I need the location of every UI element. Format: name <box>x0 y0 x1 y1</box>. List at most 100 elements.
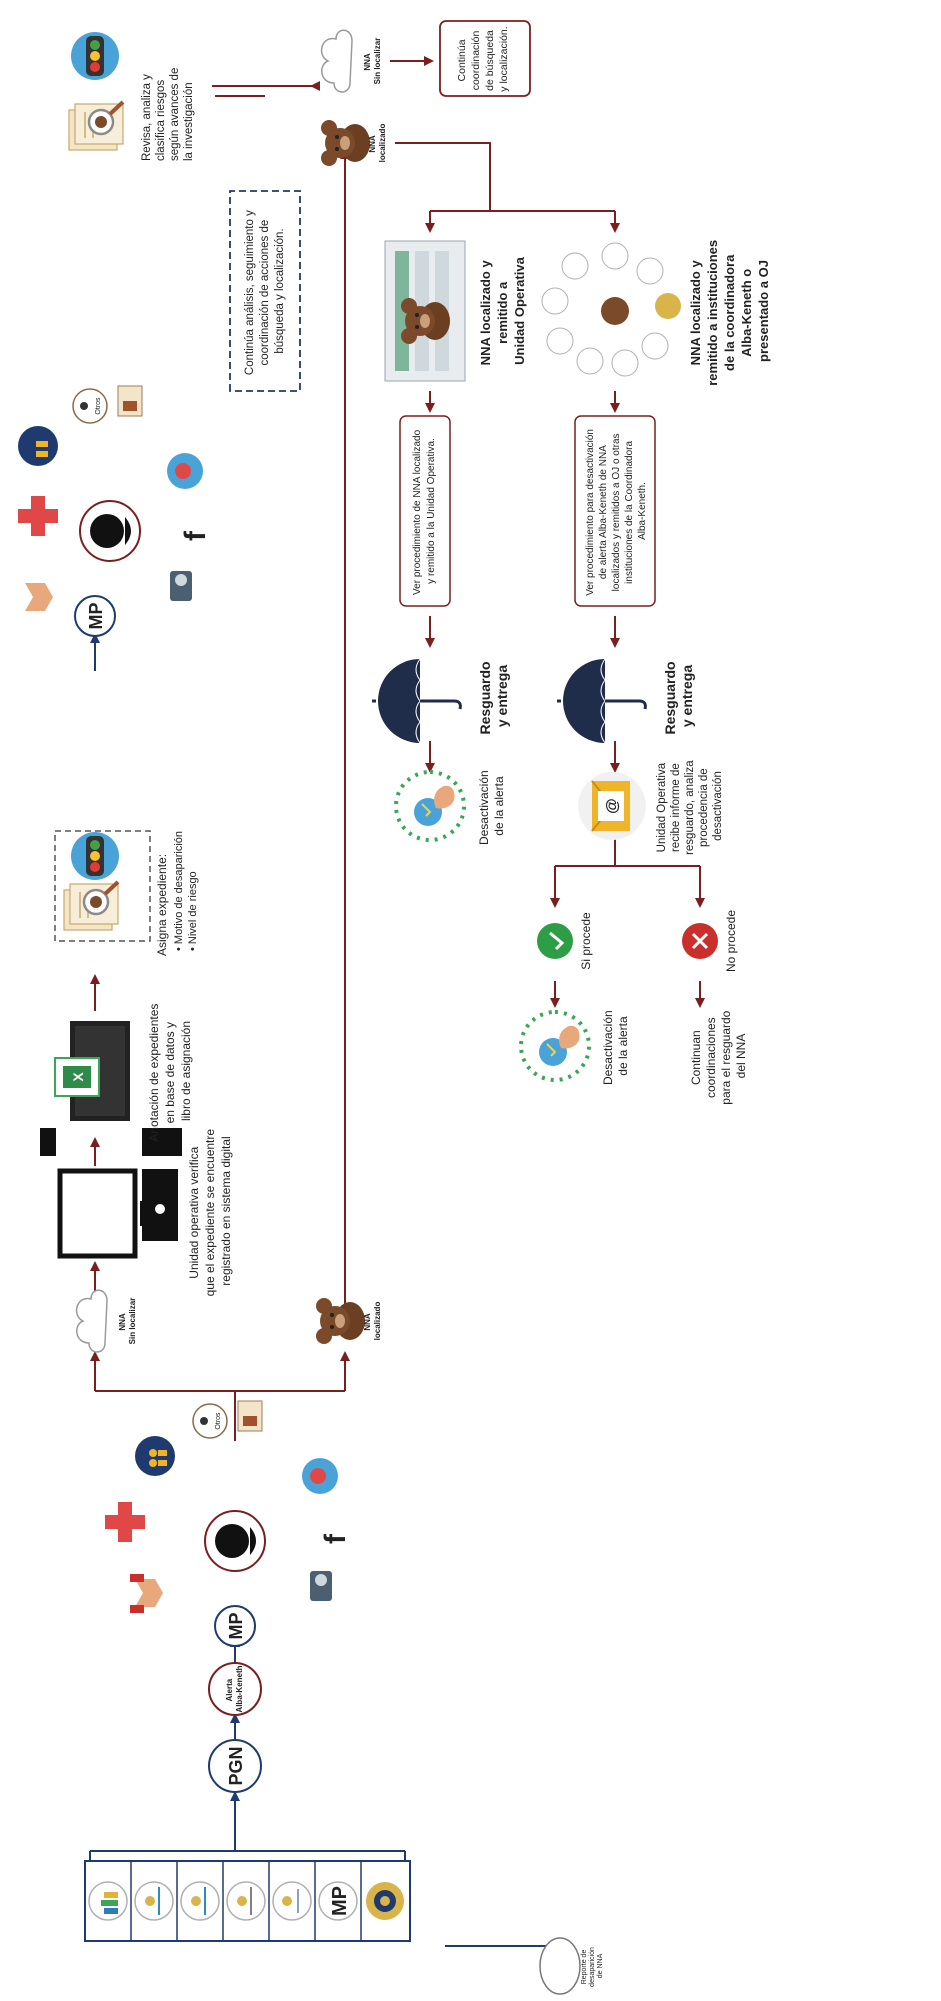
hub2-radio-icon <box>170 571 192 601</box>
hub2-tv-person-icon <box>167 453 203 489</box>
svg-text:f: f <box>179 530 212 541</box>
step-assign: Asigna expediente: • Motivo de desaparic… <box>54 828 199 956</box>
path-a-umbrella-icon <box>370 657 462 745</box>
connectors <box>89 56 705 1947</box>
coordination-hub-2: MP Otros f <box>18 385 212 637</box>
branch2-cloud-icon <box>320 29 353 93</box>
hub1-others-label: Otros <box>215 1412 222 1430</box>
path-a-title: NNA localizado y remitido a Unidad Opera… <box>478 256 527 365</box>
path-b-report-text: Unidad Operativa recibe informe de resgu… <box>656 757 724 855</box>
branch1-sin-localizar-label: NNA Sin localizar <box>118 1298 137 1345</box>
path-b-procedure-text: Ver procedimiento para desactivación de … <box>585 426 648 596</box>
computer-icon <box>40 1128 182 1259</box>
assign-dashed-frame <box>54 830 151 942</box>
migration-seal-icon <box>226 1881 266 1921</box>
path-b-deactivation-text: Desactivación de la alerta <box>601 1007 630 1085</box>
svg-text:X: X <box>70 1072 86 1082</box>
hub2-mp-icon: MP <box>74 595 116 637</box>
child-outline-icon <box>539 1937 581 1995</box>
pgn-logo-text: PGN <box>226 1746 246 1785</box>
operative-unit-building-icon <box>384 240 466 382</box>
path-a-deactivation-text: Desactivación de la alerta <box>477 767 506 845</box>
hub1-family-icon <box>135 1436 175 1476</box>
branch2-localizado-label: NNA localizado <box>368 124 387 163</box>
bear-icon <box>316 1298 365 1344</box>
assign-bullets: • Motivo de desaparición • Nivel de ries… <box>173 828 199 951</box>
check-icon <box>537 923 573 959</box>
path-a-procedure-box: Ver procedimiento de NNA localizado y re… <box>399 415 451 607</box>
document-magnifier-icon <box>62 880 120 932</box>
path-b-title: NNA localizado y remitido a institucione… <box>688 236 771 386</box>
hub1-radio-icon <box>310 1571 332 1601</box>
people-group-icon <box>88 1881 128 1921</box>
alerta-node: Alerta Alba-Keneth <box>208 1662 262 1716</box>
coordinator-institutions-cluster-icon <box>541 242 681 377</box>
pnc-badge-icon <box>366 1882 404 1920</box>
hub2-family-icon <box>18 426 58 466</box>
path-a-deactivation-icon <box>394 770 466 842</box>
path-b-procedure-box: Ver procedimiento para desactivación de … <box>574 415 656 607</box>
no-procede-node: No procede <box>682 910 738 972</box>
hub1-facebook-icon: f <box>319 1533 352 1544</box>
branch2-sin-localizar-label: NNA Sin localizar <box>363 38 382 85</box>
hub1-tv-person-icon <box>302 1458 338 1494</box>
branch2-localizado: NNA localizado <box>321 120 387 166</box>
svg-text:f: f <box>319 1533 352 1544</box>
institution-seal-icon <box>272 1881 312 1921</box>
svg-text:@: @ <box>604 798 621 814</box>
hub1-mp-icon: MP <box>214 1605 256 1647</box>
path-b-deactivation-icon <box>519 1010 591 1082</box>
start-label: Reporte de desaparición de NNA <box>581 1945 604 1987</box>
mp-logo-text: MP <box>329 1886 351 1916</box>
cloud-icon <box>75 1289 108 1353</box>
hub1-others-icon: Otros <box>192 1403 228 1439</box>
hub2-handshake-icon <box>25 583 53 611</box>
path-b-resguardo: Resguardo y entrega <box>662 657 695 734</box>
review-text: Revisa, analiza y clasifica riesgos segú… <box>141 64 195 161</box>
hub2-news-icon <box>117 385 143 417</box>
hub2-red-cross-icon <box>18 496 58 536</box>
branch2-sin-localizar: NNA Sin localizar <box>320 29 382 93</box>
step-annotate-text: Anotación de expedientes en base de dato… <box>147 1000 193 1141</box>
branch2-continue-text: Continúa coordinación de búsqueda y loca… <box>456 26 510 91</box>
alerta-logo-text: Alerta Alba-Keneth <box>225 1665 244 1712</box>
review-node: Revisa, analiza y clasifica riesgos segú… <box>67 32 195 161</box>
mp-logo-icon: MP <box>318 1881 358 1921</box>
branch1-sin-localizar: NNA Sin localizar <box>75 1289 137 1353</box>
review-traffic-light-icon <box>71 32 119 80</box>
government-seal-icon <box>180 1881 220 1921</box>
si-procede-label: Si procede <box>579 912 593 970</box>
path-a: NNA localizado y remitido a Unidad Opera… <box>370 240 527 845</box>
si-procede-node: Si procede <box>537 912 593 970</box>
institutions-column: MP <box>84 1860 411 1942</box>
path-b: NNA localizado y remitido a institucione… <box>519 236 771 1105</box>
review-document-magnifier-icon <box>67 100 125 152</box>
hub2-mp-text: MP <box>86 603 106 630</box>
start-node: Reporte de desaparición de NNA <box>539 1937 604 1995</box>
continue-analysis-box: Continúa análisis, seguimiento y coordin… <box>229 190 301 392</box>
pgn-node: PGN <box>208 1739 262 1793</box>
branch1-localizado: NNA localizado <box>316 1298 382 1344</box>
branch2-continue-box: Continúa coordinación de búsqueda y loca… <box>439 20 531 97</box>
no-procede-label: No procede <box>724 910 738 972</box>
hub1-handshake-icon <box>130 1574 163 1613</box>
step-verify: Unidad operativa verifica que el expedie… <box>40 1126 233 1297</box>
hub2-others-icon: Otros <box>72 388 108 424</box>
hub2-facebook-icon: f <box>179 530 212 541</box>
assign-title: Asigna expediente: <box>155 854 169 956</box>
traffic-light-icon <box>71 832 119 880</box>
path-b-umbrella-icon <box>555 657 647 745</box>
path-a-procedure-text: Ver procedimiento de NNA localizado y re… <box>412 427 437 595</box>
coordination-hub-1: MP Otros <box>105 1400 352 1647</box>
path-a-resguardo: Resguardo y entrega <box>477 657 510 734</box>
secretary-seal-icon <box>134 1881 174 1921</box>
email-envelope-icon: @ <box>578 772 646 840</box>
hub1-news-icon <box>237 1400 263 1432</box>
step-verify-text: Unidad operativa verifica que el expedie… <box>187 1126 233 1297</box>
hub1-red-cross-icon <box>105 1502 145 1542</box>
path-b-continue-text: Continuan coordinaciones para el resguar… <box>689 1007 748 1104</box>
branch1-localizado-label: NNA localizado <box>363 1302 382 1341</box>
book-spreadsheet-icon: X <box>54 1021 130 1121</box>
